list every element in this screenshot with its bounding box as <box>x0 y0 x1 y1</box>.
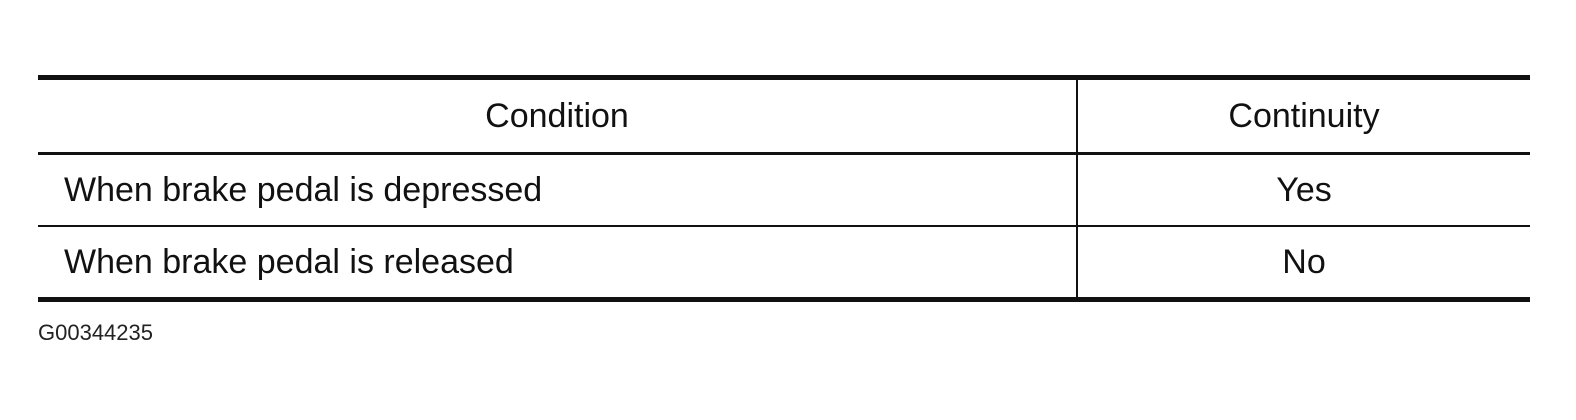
table-row: When brake pedal is depressed Yes <box>38 153 1530 226</box>
row-continuity-cell: No <box>1076 225 1530 300</box>
brake-switch-continuity-table: Condition Continuity When brake pedal is… <box>38 75 1530 302</box>
row-condition-cell: When brake pedal is depressed <box>64 171 543 209</box>
row-condition-cell: When brake pedal is released <box>38 225 1077 300</box>
header-condition: Condition <box>38 77 1077 155</box>
table-row: When brake pedal is released No <box>38 225 1530 300</box>
header-continuity: Continuity <box>1076 77 1530 155</box>
figure-code: G00344235 <box>38 320 153 345</box>
table-header-row: Condition Continuity <box>38 77 1530 155</box>
row-continuity-cell: Yes <box>1076 153 1530 226</box>
